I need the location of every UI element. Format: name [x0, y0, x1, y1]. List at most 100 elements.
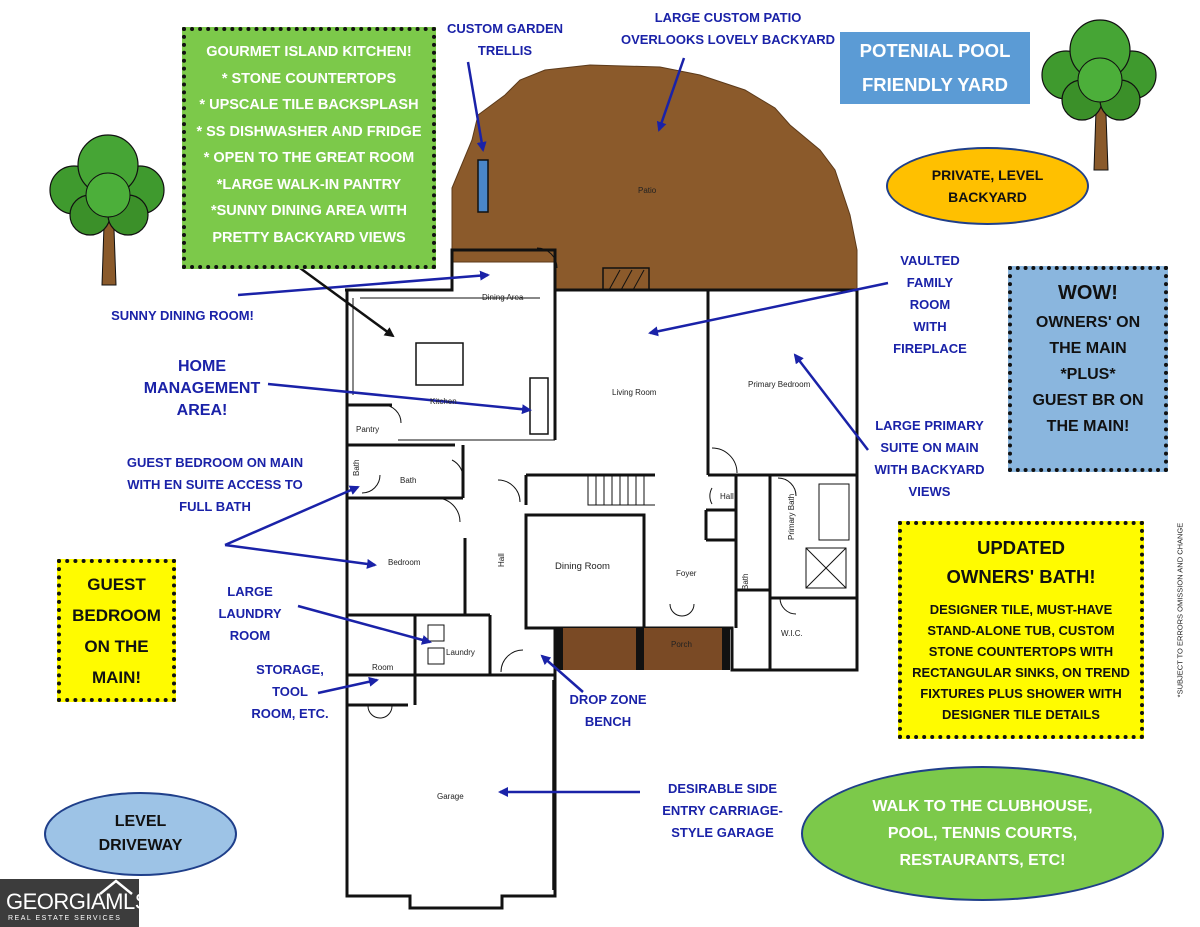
callout-line: LEVEL [114, 813, 167, 830]
label-trellis: CUSTOM GARDEN TRELLIS [430, 18, 580, 62]
label-line: FIREPLACE [893, 341, 967, 356]
label-line: LARGE PRIMARY [875, 418, 984, 433]
arrow-primary-suite [793, 353, 869, 451]
room-bath-small2: Bath [741, 573, 750, 590]
label-vaulted: VAULTED FAMILY ROOM WITH FIREPLACE [884, 250, 976, 360]
room-primary-bedroom: Primary Bedroom [748, 380, 811, 389]
room-kitchen: Kitchen [430, 397, 457, 406]
callout-line: GUEST BR ON [1032, 392, 1144, 409]
kitchen-pointer [299, 266, 395, 338]
callout-line: * UPSCALE TILE BACKSPLASH [199, 97, 419, 113]
label-storage: STORAGE, TOOL ROOM, ETC. [240, 659, 340, 725]
room-bath-small: Bath [352, 459, 361, 476]
arrow-home-mgmt [267, 382, 532, 415]
label-line: STORAGE, [256, 662, 324, 677]
room-laundry: Laundry [446, 648, 475, 657]
label-line: GUEST BEDROOM ON MAIN [126, 455, 304, 470]
arrow-sunny-dining [237, 270, 490, 297]
label-patio: LARGE CUSTOM PATIO OVERLOOKS LOVELY BACK… [608, 7, 848, 51]
room-dining-area: Dining Area [482, 293, 524, 302]
callout-line: * STONE COUNTERTOPS [221, 70, 397, 87]
callout-line: RESTAURANTS, ETC! [899, 852, 1066, 869]
label-line: TRELLIS [477, 43, 533, 58]
callout-line: POTENIAL POOL [859, 40, 1011, 61]
label-line: AREA! [176, 402, 228, 419]
callout-line: POOL, TENNIS COURTS, [887, 825, 1078, 842]
callout-line: THE MAIN [1049, 340, 1127, 357]
callout-line: FRIENDLY YARD [862, 74, 1008, 95]
callout-line: * OPEN TO THE GREAT ROOM [203, 150, 415, 166]
room-foyer: Foyer [676, 569, 697, 578]
owners-bath-callout: UPDATED OWNERS' BATH! DESIGNER TILE, MUS… [898, 521, 1144, 739]
callout-heading: WOW! [1058, 282, 1118, 304]
callout-line: OWNERS' ON [1035, 314, 1141, 331]
label-line: FAMILY [906, 275, 954, 290]
room-porch: Porch [671, 640, 692, 649]
exterior-wall [345, 248, 859, 910]
callout-line: RECTANGULAR SINKS, ON TREND [912, 665, 1130, 680]
callout-line: PRIVATE, LEVEL [931, 167, 1044, 183]
arrow-guest-en-suite-b [224, 543, 377, 569]
label-line: WITH EN SUITE ACCESS TO [127, 477, 303, 492]
label-home-mgmt: HOME MANAGEMENT AREA! [132, 356, 272, 422]
room-garage: Garage [437, 792, 464, 801]
label-line: LARGE CUSTOM PATIO [654, 10, 802, 25]
room-primary-bath: Primary Bath [787, 493, 796, 540]
callout-line: STAND-ALONE TUB, CUSTOM [927, 623, 1115, 638]
callout-line: THE MAIN! [1046, 418, 1130, 435]
callout-line: GOURMET ISLAND KITCHEN! [206, 44, 412, 60]
label-line: DROP ZONE [569, 692, 647, 707]
guest-bedroom-callout: GUEST BEDROOM ON THE MAIN! [57, 559, 176, 702]
label-line: STYLE GARAGE [671, 825, 774, 840]
callout-line: BACKYARD [948, 189, 1027, 205]
roof-icon [99, 879, 133, 895]
logo-name: GEORGIAMLS [6, 889, 149, 914]
private-yard-oval: PRIVATE, LEVEL BACKYARD [886, 147, 1089, 225]
room-living: Living Room [612, 388, 657, 397]
callout-line: BEDROOM [72, 606, 161, 625]
label-line: TOOL [272, 684, 308, 699]
label-line: DESIRABLE SIDE [667, 781, 778, 796]
room-pantry: Pantry [356, 425, 380, 434]
callout-heading: OWNERS' BATH! [946, 566, 1096, 587]
label-line: LAUNDRY [218, 606, 282, 621]
label-guest-en-suite: GUEST BEDROOM ON MAIN WITH EN SUITE ACCE… [110, 452, 320, 518]
callout-line: DESIGNER TILE, MUST-HAVE [929, 602, 1113, 617]
room-bath: Bath [400, 476, 417, 485]
callout-line: *LARGE WALK-IN PANTRY [216, 176, 402, 193]
label-line: SUNNY DINING ROOM! [111, 308, 254, 323]
patio-shape [451, 64, 858, 291]
room-bedroom: Bedroom [388, 558, 421, 567]
kitchen-callout: GOURMET ISLAND KITCHEN! * STONE COUNTERT… [182, 27, 436, 269]
callout-line: DESIGNER TILE DETAILS [942, 707, 1100, 722]
arrow-storage [317, 676, 379, 695]
callout-line: PRETTY BACKYARD VIEWS [212, 229, 406, 246]
label-line: WITH [913, 319, 947, 334]
label-line: VIEWS [908, 484, 951, 499]
arrow-trellis [466, 61, 487, 152]
label-line: LARGE [227, 584, 273, 599]
callout-line: * SS DISHWASHER AND FRIDGE [196, 123, 422, 140]
label-line: ROOM [909, 297, 951, 312]
callout-line: *SUNNY DINING AREA WITH [210, 203, 408, 219]
arrow-patio [656, 57, 686, 132]
callout-line: ON THE [84, 637, 149, 656]
callout-heading: UPDATED [976, 537, 1066, 558]
label-line: MANAGEMENT [143, 380, 261, 397]
label-line: ROOM [229, 628, 271, 643]
label-sunny-dining: SUNNY DINING ROOM! [95, 305, 270, 327]
arrow-vaulted [648, 281, 889, 337]
label-line: CUSTOM GARDEN [446, 21, 564, 36]
label-line: ENTRY CARRIAGE- [662, 803, 783, 818]
callout-line: FIXTURES PLUS SHOWER WITH [920, 686, 1122, 701]
room-hall-upper: Hall [720, 492, 734, 501]
callout-line: WALK TO THE CLUBHOUSE, [872, 798, 1093, 815]
label-primary-suite: LARGE PRIMARY SUITE ON MAIN WITH BACKYAR… [862, 415, 997, 503]
callout-line: STONE COUNTERTOPS WITH [928, 644, 1114, 659]
arrow-guest-en-suite-a [224, 485, 360, 547]
callout-line: DRIVEWAY [98, 837, 183, 854]
wow-callout: WOW! OWNERS' ON THE MAIN *PLUS* GUEST BR… [1008, 266, 1168, 472]
label-line: ROOM, ETC. [251, 706, 329, 721]
georgia-mls-logo: GEORGIAMLS REAL ESTATE SERVICES [0, 879, 149, 927]
